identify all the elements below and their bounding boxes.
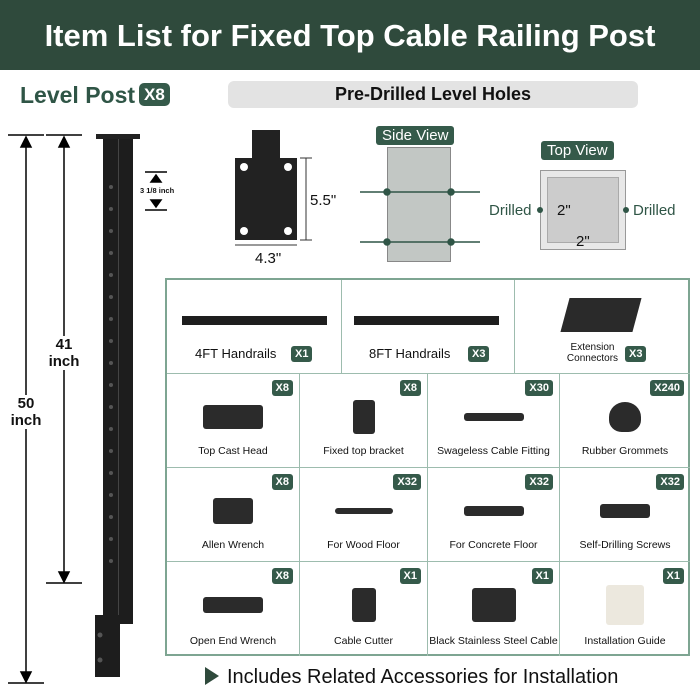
post-diagram (8, 134, 167, 684)
concrete-anchor-icon (463, 494, 524, 528)
item-allen-wrench: X8 Allen Wrench (167, 468, 300, 562)
total-height-unit: inch (10, 412, 42, 429)
pre-drilled-heading: Pre-Drilled Level Holes (228, 81, 638, 108)
qty-badge: X32 (656, 474, 684, 490)
base-width: 4.3" (255, 250, 282, 267)
item-cable-cutter: X1 Cable Cutter (300, 562, 428, 656)
cable-fitting-icon (463, 400, 524, 434)
cast-head-icon (203, 400, 263, 434)
items-grid: 4FT Handrails X1 8FT Handrails X3 Extens… (165, 278, 690, 656)
footer-note: Includes Related Accessories for Install… (205, 666, 618, 689)
qty-badge: X8 (271, 568, 293, 584)
item-label: Rubber Grommets (581, 445, 669, 457)
footer-text: Includes Related Accessories for Install… (227, 666, 619, 688)
item-label: Fixed top bracket (323, 445, 404, 457)
item-installation-guide: X1 Installation Guide (560, 562, 690, 656)
bracket-screw-icon (334, 400, 394, 434)
allen-wrench-icon (203, 494, 263, 528)
qty-badge: X8 (271, 474, 293, 490)
side-view-diagram (387, 147, 451, 262)
item-label: Open End Wrench (189, 635, 277, 647)
qty-badge: X8 (139, 83, 170, 106)
side-view-holes (360, 188, 480, 246)
hole-spacing-label: 3 1/8 inch (140, 186, 175, 195)
item-label: Self-Drilling Screws (579, 539, 671, 551)
qty-badge: X1 (662, 568, 684, 584)
connector-icon (560, 298, 642, 332)
side-view-label: Side View (376, 126, 455, 145)
item-black-stainless-steel-cable: X1 Black Stainless Steel Cable (428, 562, 560, 656)
drilled-right: Drilled (633, 202, 676, 219)
item-for-wood-floor: X32 For Wood Floor (300, 468, 428, 562)
item-label: Swageless Cable Fitting (437, 445, 550, 457)
item-open-end-wrench: X8 Open End Wrench (167, 562, 300, 656)
item-label: Cable Cutter (334, 635, 393, 647)
base-height: 5.5" (310, 192, 337, 209)
item-extension-connectors: Extension Connectors X3 (515, 280, 690, 374)
item-label: Black Stainless Steel Cable (429, 635, 558, 647)
item-rubber-grommets: X240 Rubber Grommets (560, 374, 690, 468)
item-label: Allen Wrench (201, 539, 265, 551)
item-label: Top Cast Head (198, 445, 268, 457)
qty-badge: X30 (525, 380, 553, 396)
qty-badge: X1 (291, 346, 313, 362)
upper-height-value: 41 (55, 336, 73, 353)
qty-badge: X8 (271, 380, 293, 396)
wood-screw-icon (334, 494, 394, 528)
qty-badge: X32 (393, 474, 421, 490)
item-label: For Concrete Floor (449, 539, 538, 551)
total-height-value: 50 (17, 395, 35, 412)
item-label: Installation Guide (584, 635, 666, 647)
drill-hole-icon (623, 207, 629, 213)
qty-badge: X240 (650, 380, 684, 396)
qty-badge: X1 (399, 568, 421, 584)
item-label: 8FT Handrails (369, 346, 451, 361)
cable-spool-icon (464, 588, 524, 622)
qty-badge: X3 (468, 346, 490, 362)
grommet-icon (595, 400, 655, 434)
guide-booklet-icon (595, 585, 655, 625)
item-for-concrete-floor: X32 For Concrete Floor (428, 468, 560, 562)
qty-badge: X32 (525, 474, 553, 490)
open-end-wrench-icon (203, 588, 263, 622)
page-title: Item List for Fixed Top Cable Railing Po… (0, 0, 700, 70)
handrail-icon (354, 316, 499, 325)
item-4ft-handrails: 4FT Handrails X1 (167, 280, 342, 374)
level-post-label: Level Post (20, 82, 136, 108)
cable-cutter-icon (334, 588, 394, 622)
item-self-drilling-screws: X32 Self-Drilling Screws (560, 468, 690, 562)
item-8ft-handrails: 8FT Handrails X3 (342, 280, 515, 374)
self-drilling-screw-icon (595, 494, 655, 528)
item-fixed-top-bracket: X8 Fixed top bracket (300, 374, 428, 468)
top-view-width: 2" (576, 233, 590, 250)
item-swageless-cable-fitting: X30 Swageless Cable Fitting (428, 374, 560, 468)
handrail-icon (182, 316, 327, 325)
base-plate-diagram (235, 130, 312, 246)
item-label: Extension Connectors (566, 342, 619, 364)
qty-badge: X1 (531, 568, 553, 584)
top-view-label: Top View (541, 141, 614, 160)
qty-badge: X3 (625, 346, 647, 362)
qty-badge: X8 (399, 380, 421, 396)
top-view-height: 2" (557, 202, 571, 219)
item-top-cast-head: X8 Top Cast Head (167, 374, 300, 468)
drill-hole-icon (537, 207, 543, 213)
upper-height-unit: inch (48, 353, 80, 370)
item-label: 4FT Handrails (195, 346, 277, 361)
triangle-icon (205, 667, 219, 685)
drilled-left: Drilled (489, 202, 532, 219)
item-label: For Wood Floor (327, 539, 400, 551)
